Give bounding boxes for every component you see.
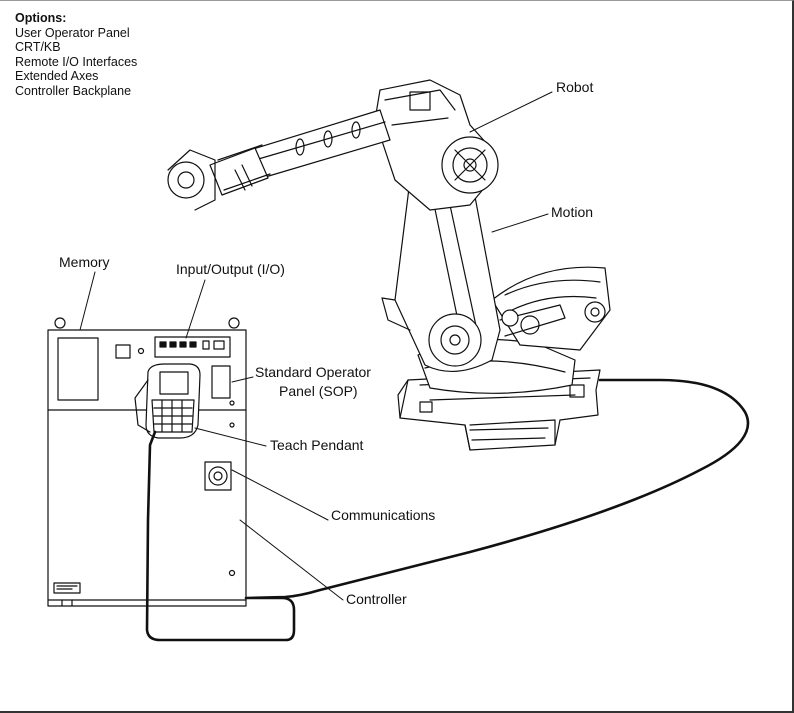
robot-forearm [249,109,391,179]
communications-cable [145,378,750,642]
option-extended-axes: Extended Axes [15,69,99,84]
label-sop-line1: Standard Operator [255,364,371,380]
robot-lower-arm [381,169,566,373]
nameplate [53,582,81,594]
label-input-output: Input/Output (I/O) [176,261,285,277]
label-motion: Motion [551,204,594,220]
robot-upper-arm [374,79,499,211]
option-crt-kb: CRT/KB [15,40,61,55]
memory-panel [57,337,99,401]
sop-panel [211,365,231,399]
label-robot: Robot [556,79,594,95]
option-remote-io-interfaces: Remote I/O Interfaces [15,54,138,69]
communications-port [204,461,232,491]
options-header: Options: [15,11,67,25]
teach-pendant [134,363,201,439]
cabinet-body [47,329,247,601]
label-communications: Communications [331,507,436,523]
label-memory: Memory [59,254,110,270]
label-controller: Controller [346,591,407,607]
controller-cabinet [47,317,247,607]
option-user-operator-panel: User Operator Panel [15,25,130,40]
options-list: Options: User Operator Panel CRT/KB Remo… [15,11,137,99]
label-teach-pendant: Teach Pendant [270,437,364,453]
io-panel [154,336,231,358]
label-sop-line2: Panel (SOP) [279,383,358,399]
option-controller-backplane: Controller Backplane [15,83,132,98]
robot-arm [167,79,611,451]
cabinet-indicator [115,344,131,359]
robot-wrist [167,144,271,211]
leader-lines [79,91,553,601]
lift-eye-right [228,317,240,329]
lift-eye-left [54,317,66,329]
